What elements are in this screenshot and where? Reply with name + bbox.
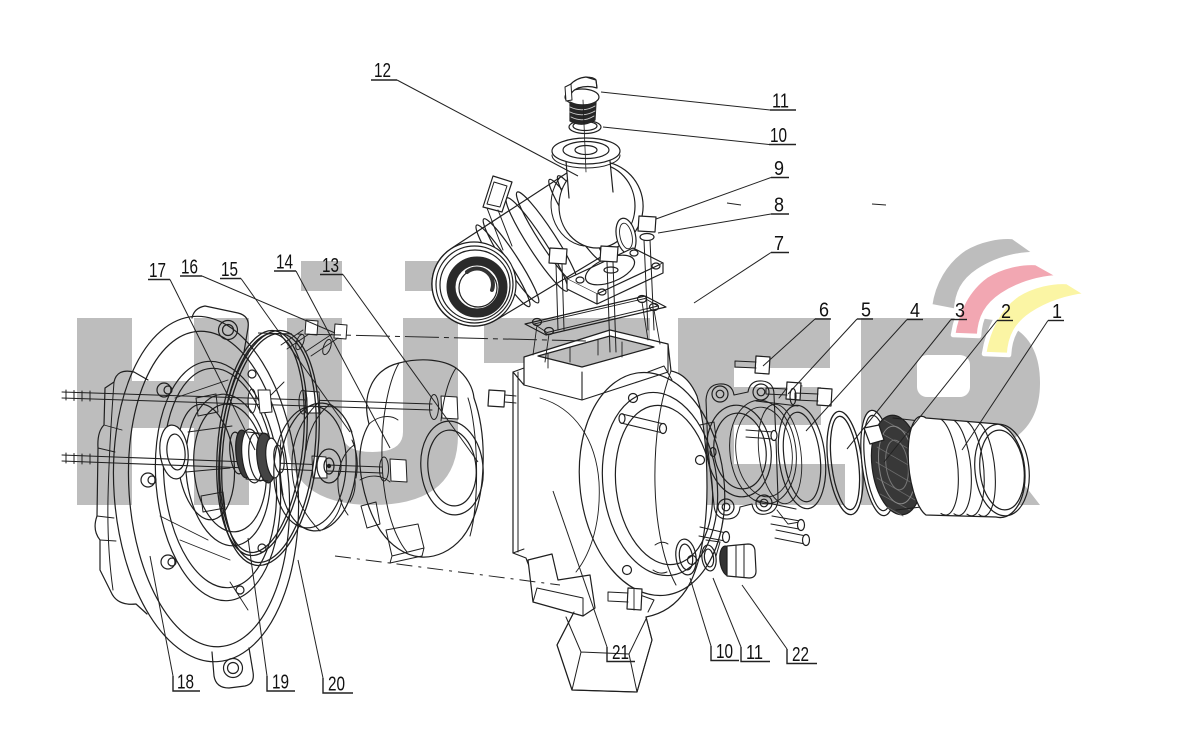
svg-text:19: 19 [272, 672, 289, 694]
svg-text:11: 11 [772, 91, 789, 113]
svg-text:3: 3 [955, 300, 965, 322]
svg-text:18: 18 [177, 672, 194, 694]
svg-text:12: 12 [374, 60, 391, 82]
svg-text:4: 4 [910, 300, 920, 322]
svg-text:16: 16 [181, 257, 198, 279]
svg-text:10: 10 [716, 641, 733, 663]
svg-text:11: 11 [746, 642, 763, 664]
svg-text:14: 14 [276, 252, 293, 274]
svg-text:1: 1 [1052, 301, 1062, 323]
svg-text:8: 8 [774, 195, 784, 217]
svg-text:20: 20 [328, 674, 345, 696]
svg-text:22: 22 [792, 644, 809, 666]
svg-text:6: 6 [819, 300, 829, 322]
svg-text:2: 2 [1001, 301, 1011, 323]
svg-text:10: 10 [770, 125, 787, 147]
svg-text:21: 21 [612, 642, 629, 664]
svg-text:15: 15 [221, 259, 238, 281]
svg-text:7: 7 [774, 233, 784, 255]
svg-text:17: 17 [149, 260, 166, 282]
svg-text:13: 13 [322, 255, 339, 277]
svg-text:5: 5 [861, 300, 871, 322]
svg-text:9: 9 [774, 158, 784, 180]
